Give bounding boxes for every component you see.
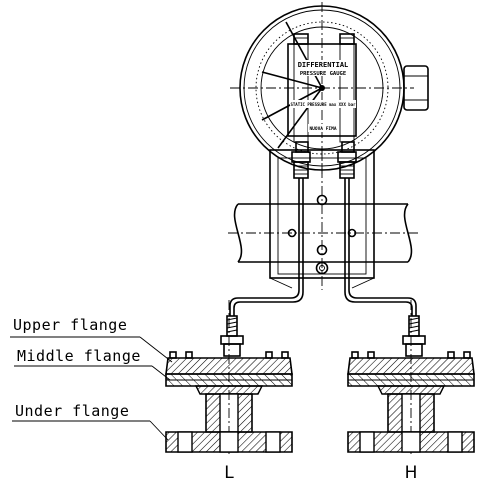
capillary-lines [229,178,417,316]
label-middle-flange: Middle flange [17,347,141,365]
diaphragm-seal-low [165,300,293,455]
gauge-title-line2: PRESSURE GAUGE [300,71,346,77]
gauge-dial: DIFFERENTIAL PRESSURE GAUGE STATIC PRESS… [230,2,429,175]
label-under-flange: Under flange [15,402,129,420]
gauge-title-line1: DIFFERENTIAL [298,61,349,69]
label-port-low: L [224,463,234,483]
gauge-static-pressure: STATIC PRESSURE max XXX bar [290,102,356,107]
label-upper-flange: Upper flange [13,316,127,334]
gauge-fittings [291,151,357,179]
diaphragm-seal-high [347,300,475,455]
label-port-high: H [405,463,418,483]
label-leaders [10,336,173,441]
gauge-brand: NUOVA FIMA [309,126,336,132]
